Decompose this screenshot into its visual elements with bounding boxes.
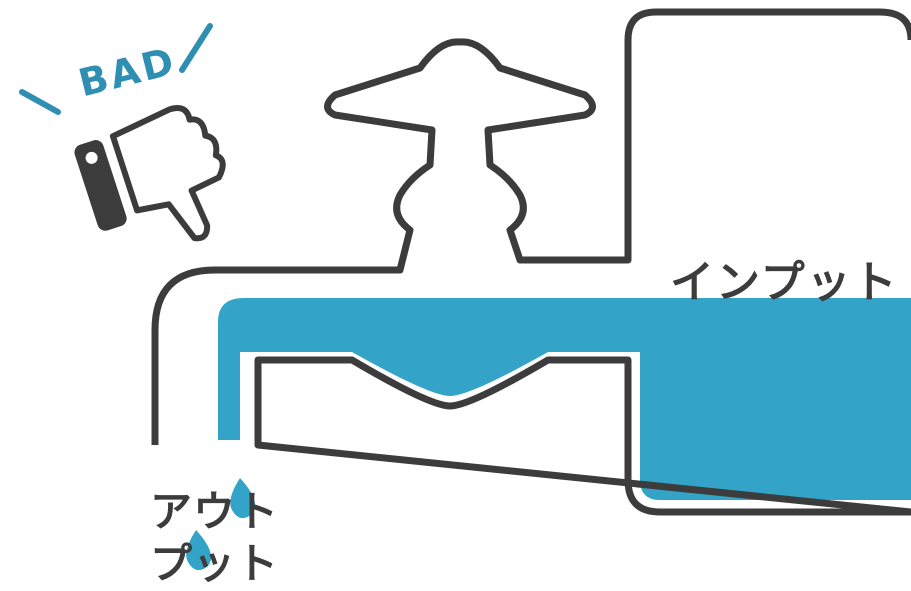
bad-dash-right: [182, 26, 210, 70]
thumbs-down-icon: [71, 99, 243, 267]
bad-dash-left: [22, 92, 58, 112]
tank-water: [640, 298, 911, 500]
output-label-line2: プット: [150, 530, 279, 591]
pipe-water: [218, 298, 640, 440]
input-label: インプット: [670, 246, 899, 310]
